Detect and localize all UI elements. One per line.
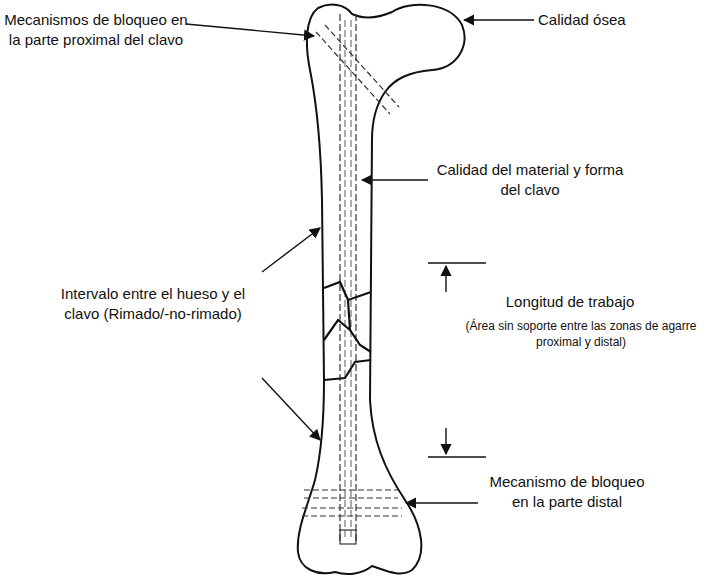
callout-label: Mecanismos de bloqueo en la parte proxim…: [4, 10, 188, 50]
dimension-note: (Área sin soporte entre las zonas de aga…: [452, 318, 710, 350]
femur-outline: [298, 5, 465, 574]
fracture-lines: [324, 282, 371, 380]
callout-label: Mecanismo de bloqueo en la parte distal: [482, 472, 652, 512]
intramedullary-nail: [340, 14, 356, 544]
dimension-label: Longitud de trabajo: [470, 292, 670, 312]
working-length-bracket: [428, 263, 486, 457]
callout-label: Calidad del material y forma del clavo: [430, 160, 630, 200]
distal-screws: [302, 490, 402, 516]
callout-label: Intervalo entre el hueso y el clavo (Rim…: [58, 284, 248, 324]
callout-label: Calidad ósea: [538, 10, 658, 30]
leader-arrows: [186, 20, 534, 503]
proximal-screw: [316, 25, 399, 114]
